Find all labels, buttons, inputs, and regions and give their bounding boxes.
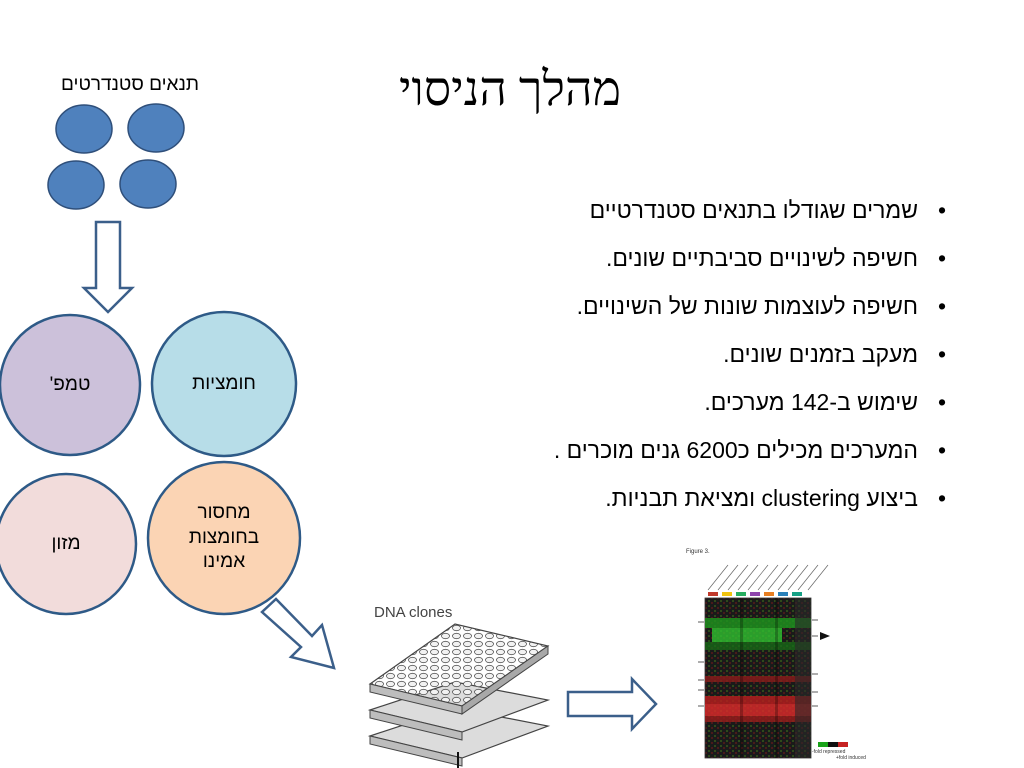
- nutrition-label: מזון: [51, 532, 81, 554]
- heatmap-figure: [698, 564, 848, 759]
- temperature-circle: [0, 313, 142, 457]
- bullet-item: שימוש ב-142 מערכים.: [386, 378, 946, 426]
- bullet-item: שמרים שגודלו בתנאים סטנדרטיים: [386, 186, 946, 234]
- bullet-list: שמרים שגודלו בתנאים סטנדרטיים חשיפה לשינ…: [386, 186, 946, 522]
- bullet-item: מעקב בזמנים שונים.: [386, 330, 946, 378]
- amino-label-line2: בחומצות: [188, 526, 260, 548]
- small-circle-3: [47, 160, 105, 210]
- heatmap-title: Figure 3.: [686, 549, 710, 555]
- heatmap-legend-left: -fold repressed: [812, 749, 846, 755]
- diagonal-arrow: [260, 597, 336, 670]
- amino-label-line3: אמינו: [202, 551, 246, 573]
- heatmap-legend-right: +fold induced: [836, 755, 866, 761]
- nutrition-circle: [0, 472, 138, 616]
- dna-clones-label: DNA clones: [374, 604, 453, 621]
- right-arrow: [566, 675, 658, 733]
- temperature-label: טמפ': [49, 373, 91, 395]
- slide-title: מהלך הניסוי: [398, 63, 622, 116]
- acidity-circle: [150, 310, 298, 458]
- down-arrow: [80, 220, 136, 314]
- amino-label-line1: מחסור: [197, 501, 251, 523]
- standard-conditions-label: תנאים סטנדרטים: [61, 74, 199, 95]
- small-circle-1: [55, 104, 113, 154]
- bullet-item: ביצוע clustering ומציאת תבניות.: [386, 474, 946, 522]
- dna-plates: [367, 623, 551, 768]
- amino-label: מחסור בחומצות אמינו: [162, 492, 286, 584]
- bullet-item: חשיפה לעוצמות שונות של השינויים.: [386, 282, 946, 330]
- amino-circle: [146, 460, 302, 616]
- bullet-item: המערכים מכילים כ6200 גנים מוכרים .: [386, 426, 946, 474]
- bullet-item: חשיפה לשינויים סביבתיים שונים.: [386, 234, 946, 282]
- acidity-label: חומציות: [192, 372, 256, 394]
- small-circle-4: [119, 159, 177, 209]
- small-circle-2: [127, 103, 185, 153]
